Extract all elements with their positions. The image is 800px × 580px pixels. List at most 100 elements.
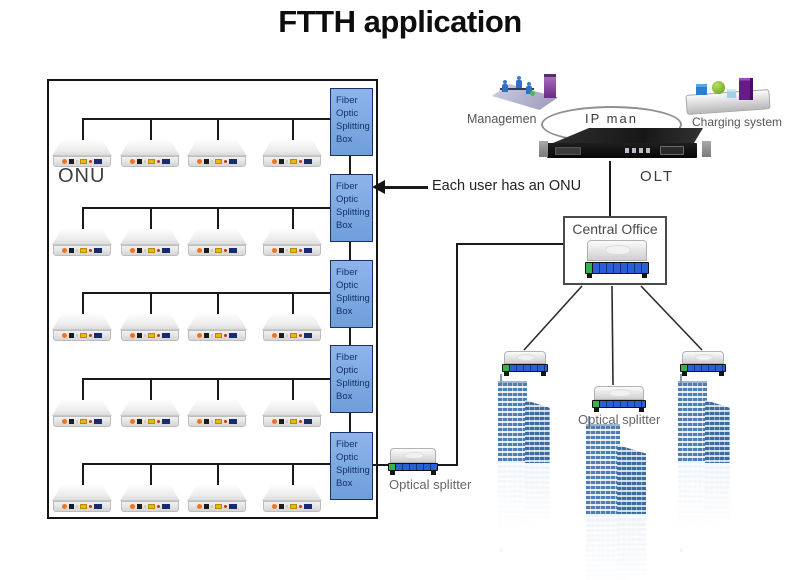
- onu-port-icon: [204, 333, 209, 338]
- management-network-line: [500, 88, 534, 90]
- onu-front-panel: [263, 416, 321, 427]
- building-towers: [586, 415, 646, 514]
- onu-top-face: [52, 314, 112, 330]
- splitting-box-label-line: Optic: [336, 365, 359, 376]
- onu-port-icon: [94, 159, 102, 164]
- onu-port-icon: [215, 333, 222, 338]
- drop-line: [217, 378, 219, 401]
- onu-device: [120, 485, 180, 512]
- tower-side: [525, 400, 550, 463]
- onu-top-face: [120, 140, 180, 156]
- drop-line: [217, 463, 219, 486]
- onu-label: ONU: [58, 165, 106, 187]
- reflection-fade: [493, 463, 555, 550]
- onu-port-icon: [162, 333, 170, 338]
- onu-port-icon: [62, 333, 67, 338]
- onu-port-icon: [89, 249, 92, 252]
- splitter-top-face: [594, 386, 644, 400]
- onu-port-icon: [130, 504, 135, 509]
- splitter-green-port: [389, 463, 395, 470]
- onu-front-panel: [263, 245, 321, 256]
- splitting-box-label-line: Box: [336, 478, 353, 489]
- onu-device: [187, 314, 247, 341]
- onu-port-icon: [130, 248, 135, 253]
- onu-port-icon: [279, 248, 284, 253]
- splitter-port-row: [502, 364, 548, 372]
- server-building-icon: [544, 74, 556, 98]
- management-icon: [492, 74, 562, 112]
- onu-top-face: [187, 400, 247, 416]
- building-icon: [581, 415, 651, 580]
- splitting-box-label-line: Splitting: [336, 121, 370, 132]
- onu-port-icon: [144, 160, 146, 163]
- onu-port-icon: [157, 420, 160, 423]
- onu-device: [52, 485, 112, 512]
- onu-port-icon: [148, 419, 155, 424]
- splitting-box-label-line: Fiber: [336, 439, 358, 450]
- onu-port-icon: [279, 333, 284, 338]
- splitter-blue-ports: [688, 365, 725, 371]
- splitter-blue-ports: [396, 463, 437, 470]
- onu-port-icon: [76, 334, 78, 337]
- onu-port-icon: [204, 159, 209, 164]
- onu-port-icon: [299, 249, 302, 252]
- olt-ports: [625, 148, 650, 153]
- splitting-box-label-line: Fiber: [336, 267, 358, 278]
- onu-port-icon: [137, 504, 142, 509]
- splitting-box-label-line: Optic: [336, 280, 359, 291]
- onu-port-icon: [157, 505, 160, 508]
- onu-front-panel: [188, 156, 246, 167]
- onu-port-icon: [204, 504, 209, 509]
- splitting-box-label-line: Box: [336, 134, 353, 145]
- drop-line: [292, 207, 294, 230]
- cloud-label: IP man: [585, 111, 638, 126]
- onu-port-icon: [157, 249, 160, 252]
- splitter-top-face: [390, 448, 436, 463]
- onu-top-face: [120, 485, 180, 501]
- rack-ear-icon: [539, 141, 548, 157]
- splitting-box-label-line: Box: [336, 306, 353, 317]
- onu-device: [262, 400, 322, 427]
- onu-port-icon: [229, 419, 237, 424]
- onu-port-icon: [272, 248, 277, 253]
- drop-line: [82, 378, 84, 401]
- onu-front-panel: [53, 501, 111, 512]
- onu-port-icon: [94, 419, 102, 424]
- tower-side: [705, 400, 730, 463]
- onu-port-icon: [304, 419, 312, 424]
- onu-port-icon: [144, 505, 146, 508]
- onu-top-face: [187, 314, 247, 330]
- olt-front-panel: [547, 143, 697, 158]
- onu-port-icon: [286, 160, 288, 163]
- onu-top-face: [262, 140, 322, 156]
- splitting-box-label-line: Splitting: [336, 378, 370, 389]
- onu-port-icon: [299, 420, 302, 423]
- onu-port-icon: [286, 334, 288, 337]
- drop-line: [150, 207, 152, 230]
- onu-port-icon: [130, 159, 135, 164]
- connector-line: [456, 243, 565, 245]
- onu-device: [120, 140, 180, 167]
- onu-port-icon: [80, 248, 87, 253]
- onu-port-icon: [290, 419, 297, 424]
- onu-port-icon: [197, 419, 202, 424]
- splitting-box-label-line: Box: [336, 391, 353, 402]
- onu-port-icon: [215, 504, 222, 509]
- onu-front-panel: [188, 245, 246, 256]
- onu-top-face: [120, 229, 180, 245]
- onu-device: [120, 229, 180, 256]
- onu-port-icon: [162, 504, 170, 509]
- onu-port-icon: [80, 333, 87, 338]
- annotation-text: Each user has an ONU: [432, 178, 582, 194]
- onu-port-icon: [197, 333, 202, 338]
- onu-port-icon: [80, 504, 87, 509]
- olt-top-face: [553, 128, 703, 143]
- onu-port-icon: [144, 249, 146, 252]
- drop-line: [292, 463, 294, 486]
- tower-main: [498, 381, 528, 463]
- onu-port-icon: [76, 160, 78, 163]
- onu-port-icon: [229, 333, 237, 338]
